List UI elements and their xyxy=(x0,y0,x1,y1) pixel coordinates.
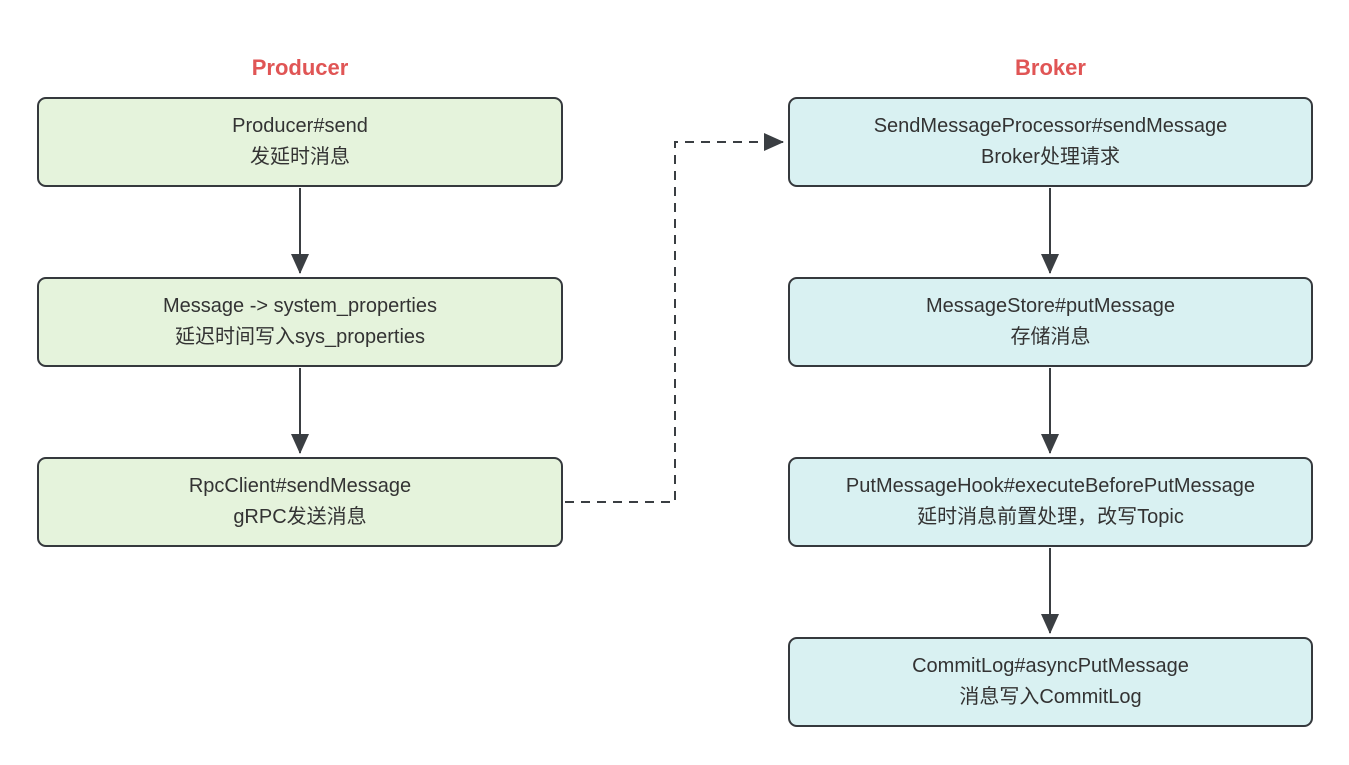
node-title: MessageStore#putMessage xyxy=(925,295,1176,317)
node-subtitle: gRPC发送消息 xyxy=(233,506,367,528)
node-message-system-properties: Message -> system_properties 延迟时间写入sys_p… xyxy=(37,277,563,367)
node-producer-send: Producer#send 发延时消息 xyxy=(37,97,563,187)
node-messagestore-putmessage: MessageStore#putMessage 存储消息 xyxy=(788,277,1313,367)
node-commitlog-asyncputmessage: CommitLog#asyncPutMessage 消息写入CommitLog xyxy=(788,637,1313,727)
node-title: PutMessageHook#executeBeforePutMessage xyxy=(845,475,1256,497)
node-subtitle: 延时消息前置处理，改写Topic xyxy=(917,506,1184,528)
node-putmessagehook: PutMessageHook#executeBeforePutMessage 延… xyxy=(788,457,1313,547)
node-subtitle: 发延时消息 xyxy=(250,146,350,168)
node-title: CommitLog#asyncPutMessage xyxy=(912,655,1189,677)
node-rpcclient-sendmessage: RpcClient#sendMessage gRPC发送消息 xyxy=(37,457,563,547)
node-subtitle: 延迟时间写入sys_properties xyxy=(174,326,426,348)
node-title: Producer#send xyxy=(232,115,368,137)
node-subtitle: 消息写入CommitLog xyxy=(959,686,1142,708)
node-title: SendMessageProcessor#sendMessage xyxy=(873,115,1228,137)
arrow-rpcclient-to-broker-dashed xyxy=(565,133,784,503)
node-title: RpcClient#sendMessage xyxy=(188,475,412,497)
producer-column-header: Producer xyxy=(251,55,349,80)
broker-column-header: Broker xyxy=(1015,55,1086,80)
node-subtitle: 存储消息 xyxy=(1010,326,1091,348)
node-title: Message -> system_properties xyxy=(162,295,437,317)
node-sendmessageprocessor: SendMessageProcessor#sendMessage Broker处… xyxy=(788,97,1313,187)
node-subtitle: Broker处理请求 xyxy=(981,146,1120,168)
